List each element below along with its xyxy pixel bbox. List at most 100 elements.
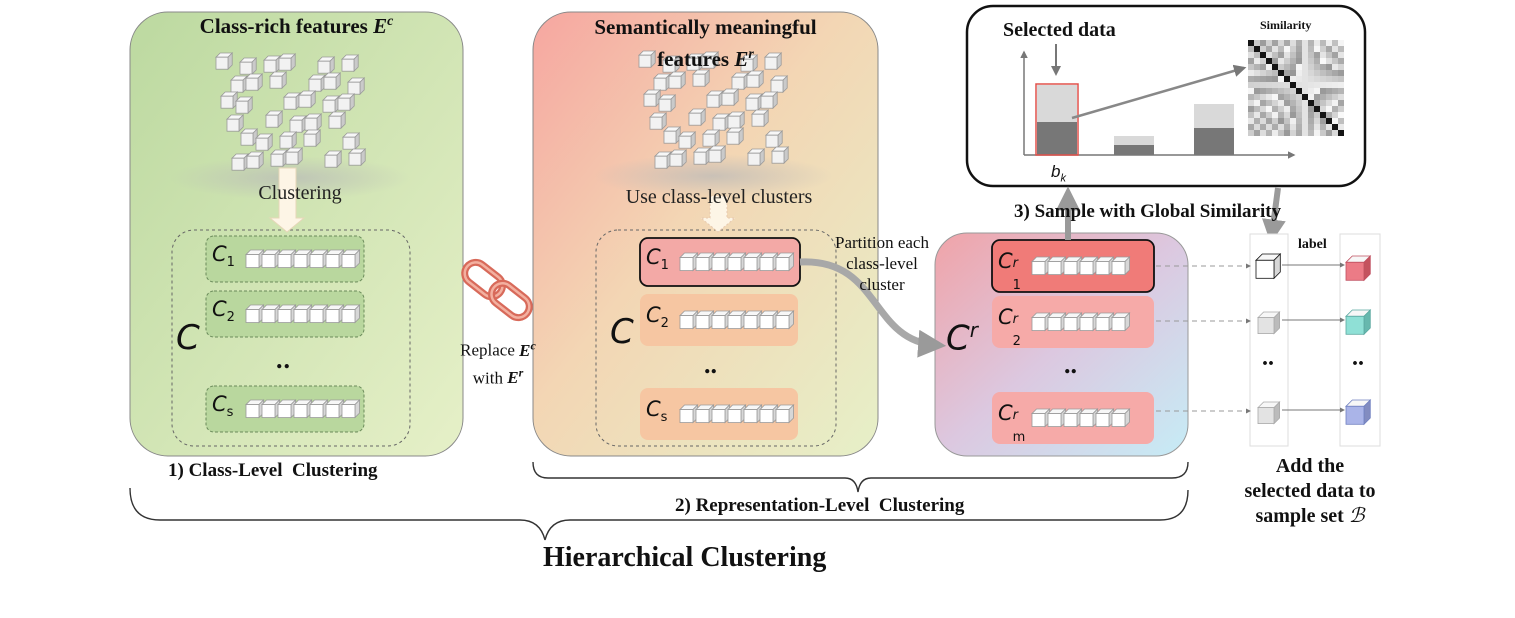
similarity-cell xyxy=(1248,52,1254,58)
partition-line2: class-level xyxy=(846,254,918,273)
cube-front xyxy=(1345,315,1365,335)
cube-front xyxy=(663,130,677,144)
class-feature-cloud-cube xyxy=(289,115,308,134)
similarity-cell xyxy=(1338,118,1344,124)
similarity-cell xyxy=(1284,124,1290,130)
semantic-feature-cloud-cube xyxy=(669,149,688,168)
cube-front xyxy=(759,315,774,329)
similarity-cell xyxy=(1326,52,1332,58)
similarity-cell xyxy=(1260,52,1266,58)
similarity-cell xyxy=(1296,46,1302,52)
similarity-cell xyxy=(1332,106,1338,112)
semantic-row-1-sub: 1 xyxy=(660,258,669,274)
cube-front xyxy=(1257,407,1275,425)
rep-row-m-sub: m xyxy=(1012,430,1026,445)
cube-front xyxy=(341,254,356,268)
similarity-cell xyxy=(1296,94,1302,100)
cube-front xyxy=(701,55,715,69)
replace-text: Replace xyxy=(460,340,515,360)
semantic-row-1-cube xyxy=(679,252,699,272)
similarity-cell xyxy=(1296,100,1302,106)
similarity-cell xyxy=(1314,46,1320,52)
class-row-2-cube xyxy=(309,304,329,324)
similarity-cell xyxy=(1284,94,1290,100)
similarity-cell xyxy=(1320,52,1326,58)
rep-row-2-sup: r xyxy=(1012,312,1019,327)
class-row-2-cube xyxy=(277,304,297,324)
cube-front xyxy=(277,404,292,418)
similarity-cell xyxy=(1314,130,1320,136)
cube-front xyxy=(643,93,657,107)
replace-sup: c xyxy=(530,338,536,352)
semantic-feature-cloud-cube xyxy=(770,75,789,94)
similarity-cell xyxy=(1290,52,1296,58)
similarity-cell xyxy=(1302,106,1308,112)
cube-front xyxy=(1063,261,1078,275)
cube-front xyxy=(309,254,324,268)
class-feature-cloud-cube xyxy=(303,129,322,148)
cube-front xyxy=(711,315,726,329)
cube-front xyxy=(695,409,710,423)
similarity-cell xyxy=(1260,88,1266,94)
cube-front xyxy=(325,309,340,323)
similarity-cell xyxy=(1260,124,1266,130)
similarity-cell xyxy=(1296,76,1302,82)
similarity-cell xyxy=(1338,82,1344,88)
bk-sub: k xyxy=(1060,172,1066,185)
similarity-cell xyxy=(1338,106,1344,112)
semantic-feature-cloud-cube xyxy=(693,147,712,166)
similarity-cell xyxy=(1302,40,1308,46)
similarity-cell xyxy=(1314,118,1320,124)
cube-front xyxy=(1095,317,1110,331)
rep-row-m-cube xyxy=(1079,408,1099,428)
cube-front xyxy=(304,117,318,131)
similarity-cell xyxy=(1278,46,1284,52)
similarity-cell xyxy=(1332,58,1338,64)
similarity-cell xyxy=(1254,76,1260,82)
class-row-1-cube xyxy=(293,249,313,269)
semantic-feature-cloud-cube xyxy=(740,54,759,73)
similarity-cell xyxy=(1248,118,1254,124)
similarity-cell xyxy=(1320,100,1326,106)
cube-front xyxy=(246,155,260,169)
cube-front xyxy=(1345,405,1365,425)
cube-front xyxy=(695,257,710,271)
cube-front xyxy=(226,118,240,132)
semantic-row-1-label: C1 xyxy=(646,245,669,273)
cube-front xyxy=(1063,317,1078,331)
cube-front xyxy=(775,409,790,423)
similarity-cell xyxy=(1260,64,1266,70)
class-feature-cloud-cube xyxy=(230,75,249,94)
similarity-cell xyxy=(1290,82,1296,88)
semantic-row-2 xyxy=(640,294,798,346)
class-feature-cloud-cube xyxy=(239,57,258,76)
cube-front xyxy=(759,257,774,271)
cube-front xyxy=(337,97,351,111)
cube-front xyxy=(764,56,778,70)
use-clusters-arrow xyxy=(699,195,737,233)
similarity-cell xyxy=(1308,88,1314,94)
similarity-cell xyxy=(1260,46,1266,52)
similarity-cell xyxy=(1338,130,1344,136)
similarity-cell xyxy=(1266,58,1272,64)
semantic-row-1-cube xyxy=(743,252,763,272)
similarity-cell xyxy=(1314,94,1320,100)
candidate-cube-2 xyxy=(1257,311,1281,335)
panel1-title-text: Class-rich features xyxy=(199,14,368,38)
class-row-1-cube xyxy=(277,249,297,269)
similarity-cell xyxy=(1308,112,1314,118)
rep-row-2-cube xyxy=(1111,312,1131,332)
panel1-title: Class-rich features Ec xyxy=(130,14,463,39)
class-row-1-cube xyxy=(325,249,345,269)
cube-front xyxy=(325,254,340,268)
similarity-cell xyxy=(1320,46,1326,52)
similarity-cell xyxy=(1314,40,1320,46)
similarity-label: Similarity xyxy=(1260,18,1312,32)
cube-front xyxy=(775,315,790,329)
cube-front xyxy=(261,254,276,268)
panel3-big-c-base: C xyxy=(946,318,970,359)
cube-front xyxy=(270,153,284,167)
class-row-s-base: C xyxy=(212,392,227,416)
similarity-cell xyxy=(1260,58,1266,64)
similarity-cell xyxy=(1332,76,1338,82)
